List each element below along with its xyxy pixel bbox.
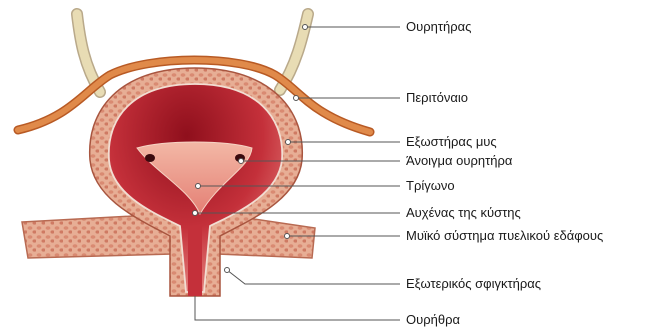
label-detrusor: Εξωστήρας μυς [406, 134, 497, 150]
leader-external-sphincter [227, 270, 400, 284]
urethra-channel [188, 226, 202, 296]
label-pelvic-floor: Μυϊκό σύστημα πυελικού εδάφους [406, 228, 603, 244]
leader-urethra [195, 296, 400, 320]
label-ureter: Ουρητήρας [406, 19, 471, 35]
label-ureteral-orifice: Άνοιγμα ουρητήρα [406, 153, 512, 169]
left-ureteral-orifice [145, 154, 155, 162]
label-urethra: Ουρήθρα [406, 312, 460, 328]
label-trigone: Τρίγωνο [406, 178, 455, 194]
label-external-sphincter: Εξωτερικός σφιγκτήρας [406, 276, 541, 292]
label-peritoneum: Περιτόναιο [406, 90, 468, 106]
label-bladder-neck: Αυχένας της κύστης [406, 205, 521, 221]
